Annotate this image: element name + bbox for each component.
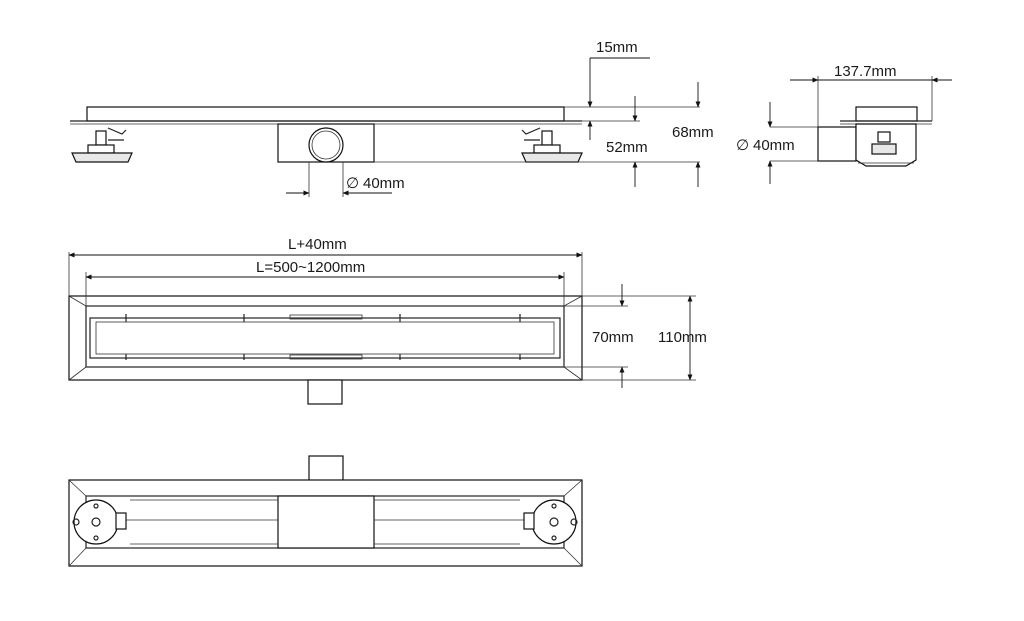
dim-137mm-label: 137.7mm bbox=[834, 63, 897, 80]
dim-15mm-label: 15mm bbox=[596, 39, 638, 56]
dim-L-plus-40-label: L+40mm bbox=[288, 236, 347, 253]
end-view bbox=[770, 76, 933, 167]
dim-side-outlet: ∅ 40mm bbox=[286, 175, 405, 196]
dim-end-outlet: ∅ 40mm bbox=[736, 102, 795, 184]
dim-110mm-label: 110mm bbox=[658, 329, 707, 346]
dim-52mm: 52mm bbox=[606, 96, 648, 187]
bottom-outlet-housing bbox=[277, 495, 375, 549]
outer-frame bbox=[68, 295, 583, 381]
dim-137mm: 137.7mm bbox=[790, 63, 952, 83]
bottom-left-foot bbox=[72, 499, 127, 545]
dim-70mm-label: 70mm bbox=[592, 329, 634, 346]
dim-68mm: 68mm bbox=[672, 82, 714, 187]
grate-top-plate bbox=[86, 106, 565, 122]
dim-side-outlet-label: 40mm bbox=[363, 175, 405, 192]
end-grate bbox=[855, 106, 918, 122]
dim-L-plus-40: L+40mm bbox=[68, 236, 583, 258]
dim-end-outlet-label: 40mm bbox=[753, 137, 795, 154]
bottom-view bbox=[68, 455, 583, 567]
dim-110mm: 110mm bbox=[658, 295, 707, 381]
diameter-symbol: ∅ bbox=[346, 175, 359, 192]
right-leveling-foot bbox=[521, 127, 583, 163]
dim-68mm-label: 68mm bbox=[672, 124, 714, 141]
end-diameter-symbol: ∅ bbox=[736, 137, 749, 154]
top-view bbox=[68, 252, 696, 405]
top-view-outlet bbox=[307, 379, 343, 405]
bottom-right-foot bbox=[523, 499, 578, 545]
dim-15mm: 15mm bbox=[587, 39, 650, 140]
left-leveling-foot bbox=[71, 127, 133, 163]
outlet-pipe-circle bbox=[308, 127, 344, 163]
dim-L-range-label: L=500~1200mm bbox=[256, 259, 365, 276]
dim-70mm: 70mm bbox=[592, 284, 634, 388]
dim-L-range: L=500~1200mm bbox=[85, 259, 565, 280]
dim-52mm-label: 52mm bbox=[606, 139, 648, 156]
side-view bbox=[70, 106, 700, 197]
end-outlet-pipe bbox=[817, 126, 857, 162]
grate-slot bbox=[89, 317, 561, 359]
